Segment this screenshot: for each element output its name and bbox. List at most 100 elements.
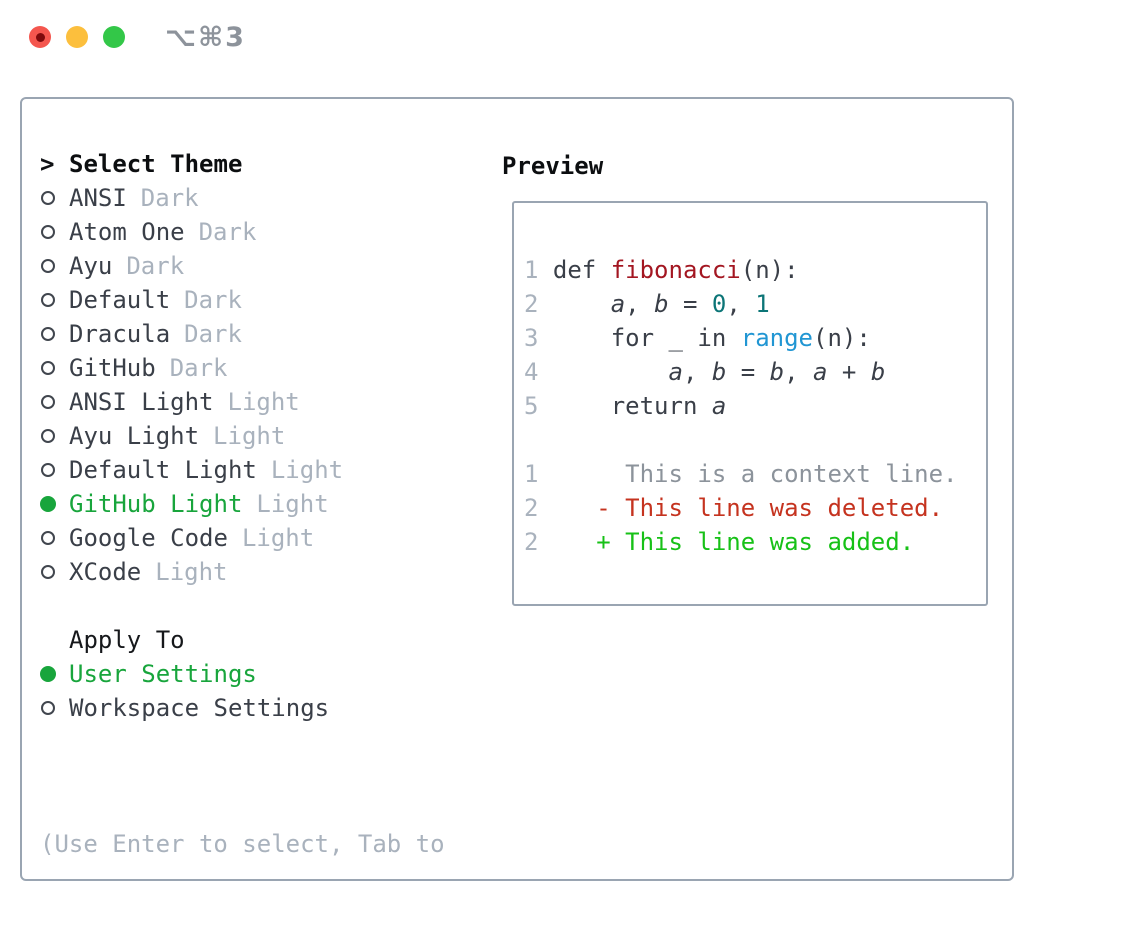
code-line-2: 2 a, b = 0, 1 bbox=[524, 287, 986, 321]
select-theme-header: > Select Theme bbox=[40, 147, 490, 181]
token-ln: 2 bbox=[524, 290, 553, 318]
token-ln: 2 bbox=[524, 528, 553, 556]
apply-option-workspace-settings[interactable]: Workspace Settings bbox=[40, 691, 490, 725]
radio-icon bbox=[41, 701, 55, 715]
selected-radio-icon bbox=[40, 666, 56, 682]
token-var: b bbox=[769, 358, 785, 386]
code-line-3: 3 for _ in range(n): bbox=[524, 321, 986, 355]
token-code: = bbox=[668, 290, 712, 318]
preview-title: Preview bbox=[502, 152, 604, 180]
help-line-2: change focus) bbox=[40, 929, 490, 934]
theme-variant-tag: Light bbox=[155, 558, 228, 586]
zoom-button[interactable] bbox=[103, 26, 125, 48]
radio-icon bbox=[41, 531, 55, 545]
radio-icon bbox=[41, 429, 55, 443]
theme-variant-tag: Dark bbox=[184, 286, 242, 314]
theme-item-default-light[interactable]: Default Light Light bbox=[40, 453, 490, 487]
token-code: , bbox=[784, 358, 814, 386]
theme-item-label: GitHub bbox=[69, 354, 156, 382]
token-ln: 4 bbox=[524, 358, 553, 386]
token-add: + This line was added. bbox=[552, 528, 915, 556]
apply-to-header: Apply To bbox=[40, 623, 490, 657]
diff-context-line: 1 This is a context line. bbox=[524, 457, 986, 491]
theme-variant-tag: Dark bbox=[198, 218, 257, 246]
token-code: , bbox=[682, 358, 712, 386]
diff-deleted-line: 2 - This line was deleted. bbox=[524, 491, 986, 525]
token-builtin: range bbox=[740, 324, 813, 352]
token-num: 0 bbox=[711, 290, 727, 318]
spacer bbox=[40, 725, 490, 759]
token-code bbox=[553, 358, 669, 386]
token-var: b bbox=[654, 290, 669, 318]
theme-item-xcode[interactable]: XCode Light bbox=[40, 555, 490, 589]
close-dot-icon bbox=[35, 32, 45, 42]
radio-icon bbox=[41, 259, 55, 273]
theme-item-label: ANSI bbox=[69, 184, 127, 212]
theme-item-github[interactable]: GitHub Dark bbox=[40, 351, 490, 385]
token-ln: 3 bbox=[524, 324, 553, 352]
token-ln: 1 bbox=[524, 256, 553, 284]
theme-variant-tag: Dark bbox=[184, 320, 242, 348]
theme-variant-tag: Light bbox=[270, 456, 344, 484]
radio-icon bbox=[41, 225, 55, 239]
token-var: a bbox=[813, 358, 828, 386]
help-text: (Use Enter to select, Tab to change focu… bbox=[40, 759, 490, 934]
token-var: a bbox=[711, 392, 727, 420]
theme-item-label: XCode bbox=[69, 558, 142, 586]
window-titlebar: ⌥⌘3 bbox=[0, 0, 1140, 74]
radio-icon bbox=[41, 327, 55, 341]
theme-item-atom-one[interactable]: Atom One Dark bbox=[40, 215, 490, 249]
theme-item-ayu-light[interactable]: Ayu Light Light bbox=[40, 419, 490, 453]
theme-item-label: Atom One bbox=[69, 218, 185, 246]
token-ln: 2 bbox=[524, 494, 553, 522]
theme-item-label: Google Code bbox=[69, 524, 228, 552]
code-line-4: 4 a, b = b, a + b bbox=[524, 355, 986, 389]
radio-icon bbox=[41, 191, 55, 205]
theme-item-label: GitHub Light bbox=[69, 490, 243, 518]
minimize-button[interactable] bbox=[66, 26, 88, 48]
theme-item-label: Ayu Light bbox=[69, 422, 200, 450]
theme-variant-tag: Light bbox=[241, 524, 315, 552]
theme-variant-tag: Light bbox=[256, 490, 329, 518]
code-line-1: 1 def fibonacci(n): bbox=[524, 253, 986, 287]
theme-item-github-light[interactable]: GitHub Light Light bbox=[40, 487, 490, 521]
help-line-1: (Use Enter to select, Tab to bbox=[40, 830, 445, 858]
token-code: + bbox=[827, 358, 871, 386]
token-code: , bbox=[726, 290, 756, 318]
theme-item-label: ANSI Light bbox=[69, 388, 214, 416]
radio-icon bbox=[41, 565, 55, 579]
theme-item-label: Default bbox=[69, 286, 171, 314]
theme-variant-tag: Light bbox=[227, 388, 300, 416]
theme-variant-tag: Dark bbox=[169, 354, 228, 382]
token-var: b bbox=[870, 358, 886, 386]
radio-icon bbox=[41, 361, 55, 375]
theme-item-google-code[interactable]: Google Code Light bbox=[40, 521, 490, 555]
close-button[interactable] bbox=[29, 26, 51, 48]
prompt-cursor-icon: > bbox=[40, 150, 55, 178]
apply-option-user-settings[interactable]: User Settings bbox=[40, 657, 490, 691]
theme-item-ansi-light[interactable]: ANSI Light Light bbox=[40, 385, 490, 419]
token-ctx: This is a context line. bbox=[552, 460, 958, 488]
theme-variant-tag: Dark bbox=[126, 252, 185, 280]
code-line-5: 5 return a bbox=[524, 389, 986, 423]
apply-to-title: Apply To bbox=[69, 626, 185, 654]
token-code: for _ in bbox=[552, 324, 741, 352]
token-code: def bbox=[552, 256, 611, 284]
theme-variant-tag: Light bbox=[213, 422, 286, 450]
token-code: return bbox=[552, 392, 712, 420]
theme-item-label: Default Light bbox=[69, 456, 257, 484]
token-fn: fibonacci bbox=[610, 256, 741, 284]
token-code: (n): bbox=[813, 324, 871, 352]
apply-option-label: Workspace Settings bbox=[69, 694, 330, 722]
radio-icon bbox=[41, 293, 55, 307]
theme-item-default[interactable]: Default Dark bbox=[40, 283, 490, 317]
token-code: (n): bbox=[740, 256, 799, 284]
